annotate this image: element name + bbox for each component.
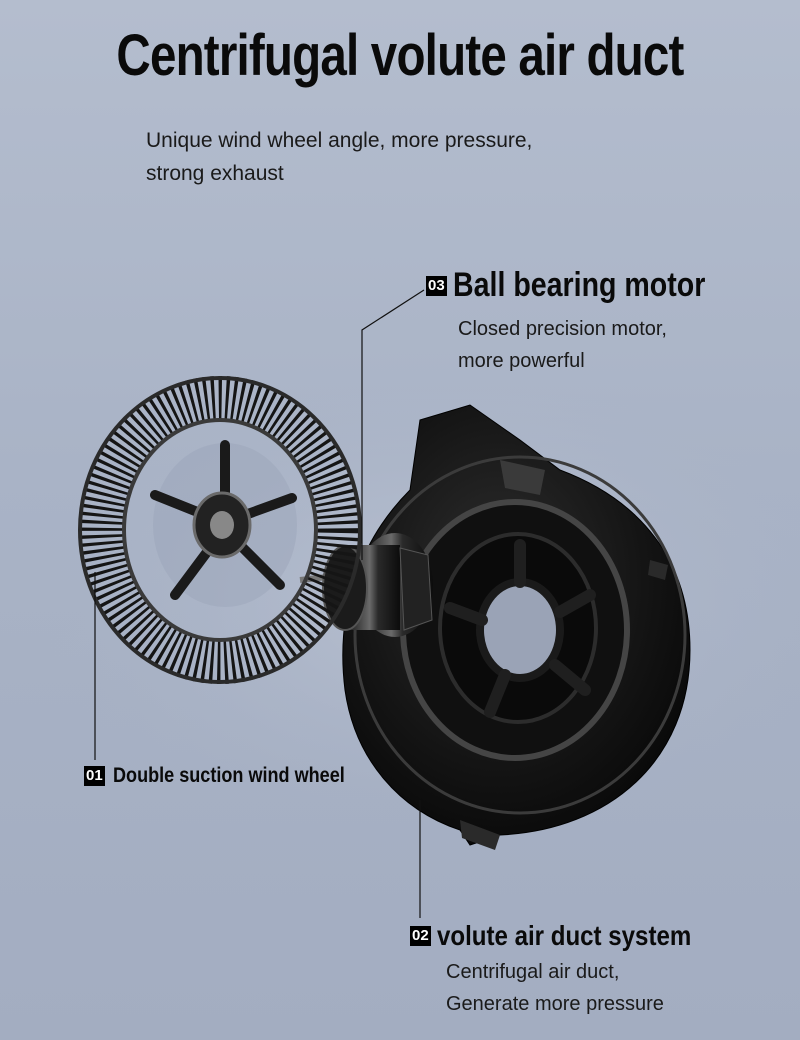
callout-title: volute air duct system	[436, 920, 691, 951]
subtitle-line: Unique wind wheel angle, more pressure,	[146, 129, 533, 152]
callout-description: Centrifugal air duct, Generate more pres…	[446, 956, 766, 1020]
callout-double-suction-wind-wheel: 01 Double suction wind wheel	[84, 764, 382, 788]
leader-line-03	[361, 289, 425, 560]
description-line: more powerful	[458, 350, 585, 372]
volute-housing-illustration	[342, 404, 691, 850]
description-line: Closed precision motor,	[458, 318, 667, 340]
callout-number: 03	[426, 275, 447, 296]
callout-title: Double suction wind wheel	[112, 764, 345, 787]
callout-number: 01	[84, 766, 105, 786]
wind-wheel-illustration	[78, 376, 362, 684]
callout-number: 02	[410, 926, 431, 946]
subtitle: Unique wind wheel angle, more pressure, …	[146, 124, 646, 190]
page-title: Centrifugal volute air duct	[116, 23, 684, 88]
subtitle-line: strong exhaust	[146, 162, 284, 185]
description-line: Centrifugal air duct,	[446, 961, 620, 983]
callout-description: Closed precision motor, more powerful	[458, 313, 778, 377]
description-line: Generate more pressure	[446, 993, 664, 1015]
callout-title: Ball bearing motor	[452, 266, 706, 304]
